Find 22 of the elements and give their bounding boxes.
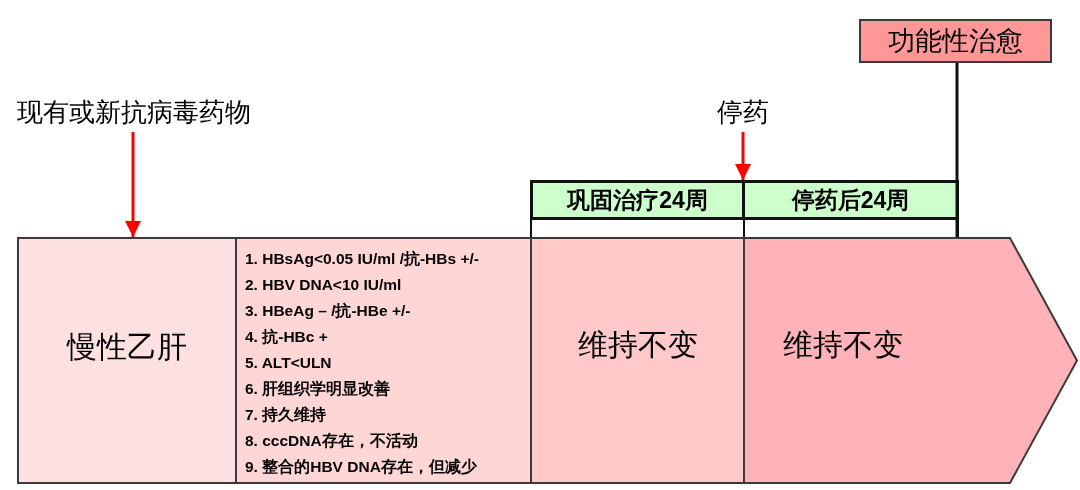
criteria-box bbox=[235, 237, 532, 484]
criteria-item: 7. 持久维持 bbox=[245, 405, 328, 425]
phase-box: 维持不变 bbox=[530, 237, 745, 484]
criteria-item: 3. HBeAg – /抗-HBe +/- bbox=[245, 301, 412, 321]
period-box: 停药后24周 bbox=[742, 180, 959, 220]
arrow bbox=[735, 132, 751, 180]
timeline-arrow-section bbox=[743, 237, 1078, 484]
phase-label: 维持不变 bbox=[783, 327, 903, 363]
criteria-item: 4. 抗-HBc + bbox=[245, 327, 329, 347]
criteria-item: 2. HBV DNA<10 IU/ml bbox=[245, 275, 403, 295]
connector-line bbox=[955, 63, 959, 237]
stage-box: 慢性乙肝 bbox=[17, 237, 237, 484]
outcome-box: 功能性治愈 bbox=[859, 19, 1052, 63]
annotation-text: 停药 bbox=[708, 92, 778, 132]
criteria-item: 1. HBsAg<0.05 IU/ml /抗-HBs +/- bbox=[245, 249, 480, 269]
annotation-text: 现有或新抗病毒药物 bbox=[6, 92, 262, 132]
criteria-item: 9. 整合的HBV DNA存在，但减少 bbox=[245, 457, 478, 477]
criteria-item: 6. 肝组织学明显改善 bbox=[245, 379, 392, 399]
period-box: 巩固治疗24周 bbox=[530, 180, 745, 220]
arrow bbox=[125, 132, 141, 237]
criteria-item: 5. ALT<ULN bbox=[245, 353, 333, 373]
criteria-item: 8. cccDNA存在，不活动 bbox=[245, 431, 419, 451]
